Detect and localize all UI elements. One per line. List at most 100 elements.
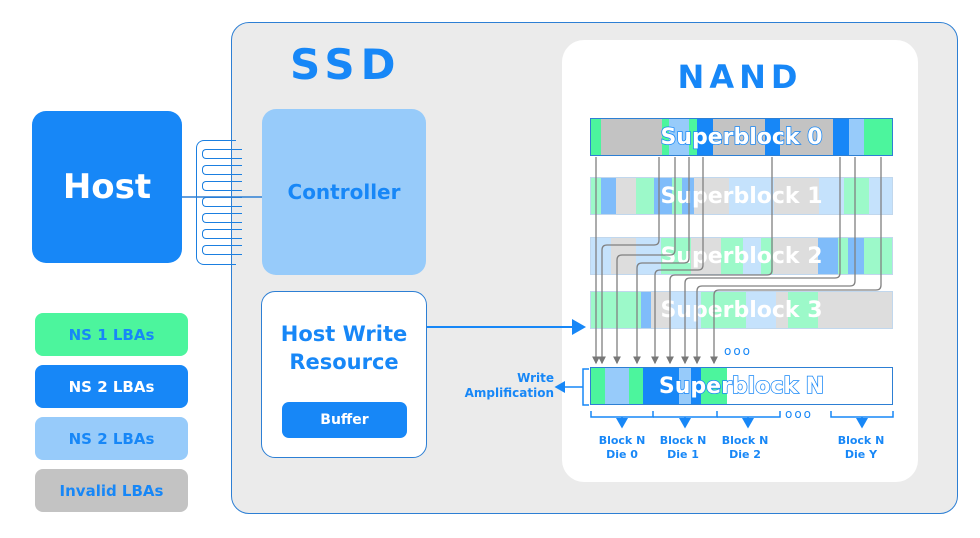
connector-pin (202, 149, 242, 159)
connector-pin (202, 181, 242, 191)
superblock-segment (761, 238, 773, 274)
write-amplification-label: Write Amplification (448, 371, 554, 401)
host-label: Host (62, 167, 152, 207)
superblock-segment (774, 178, 819, 214)
segment-invalid (780, 119, 833, 155)
connector-pin (202, 165, 242, 175)
superblock-ellipsis: ooo (724, 344, 753, 358)
superblock-label: Superblock 1 (660, 183, 823, 209)
host-write-resource-box: Host Write Resource Buffer (261, 291, 427, 458)
superblock-segment (651, 292, 671, 328)
segment-ns2-light (849, 119, 864, 155)
nand-title: NAND (677, 58, 803, 96)
controller-label: Controller (287, 180, 401, 204)
superblock-segment (591, 292, 641, 328)
superblock-segment (601, 178, 616, 214)
superblock-segment (838, 238, 848, 274)
superblock-3: Superblock 3 (590, 291, 893, 329)
segment-invalid (713, 119, 765, 155)
die-ellipsis: ooo (785, 407, 814, 421)
connector-pin (202, 213, 242, 223)
controller-box: Controller (262, 109, 426, 275)
connector-pin (202, 245, 242, 255)
legend-ns2-lbas-light: NS 2 LBAs (35, 417, 188, 460)
superblock-2: Superblock 2 (590, 237, 893, 275)
die-brackets (590, 411, 894, 429)
superblock-segment (864, 238, 892, 274)
superblock-segment (629, 368, 643, 404)
segment-ns2-dark (833, 119, 849, 155)
relocation-lines (592, 157, 882, 365)
host-box: Host (32, 111, 182, 263)
superblock-label: Superblock 2 (660, 243, 823, 269)
legend-label: NS 2 LBAs (68, 377, 155, 396)
connector-pin (202, 229, 242, 239)
superblock-segment (672, 178, 682, 214)
wa-bracket (582, 368, 589, 406)
superblock-segment (701, 368, 727, 404)
superblock-segment (641, 292, 651, 328)
legend-label: NS 1 LBAs (68, 325, 155, 344)
superblock-segment (746, 292, 776, 328)
die-label-line: Block N (659, 434, 707, 447)
die-label-line: Block N (837, 434, 885, 447)
superblock-segment (636, 178, 654, 214)
superblock-0: Superblock 0 (590, 118, 893, 156)
superblock-segment (691, 368, 701, 404)
segment-invalid (601, 119, 662, 155)
segment-ns1 (591, 119, 601, 155)
die-label-line: Die 1 (667, 448, 699, 461)
superblock-segment (721, 238, 743, 274)
die-label-line: Die Y (844, 448, 878, 461)
segment-ns1 (662, 119, 669, 155)
superblock-segment (788, 292, 818, 328)
superblock-segment (643, 368, 679, 404)
segment-ns2-dark (765, 119, 780, 155)
superblock-segment (611, 238, 636, 274)
legend-ns2-lbas-dark: NS 2 LBAs (35, 365, 188, 408)
wa-line2: Amplification (464, 386, 554, 400)
die-label-line: Block N (598, 434, 646, 447)
superblock-segment (661, 238, 691, 274)
ssd-title: SSD (290, 40, 402, 89)
superblock-segment (691, 238, 721, 274)
wa-line1: Write (517, 371, 554, 385)
superblock-segment (701, 292, 746, 328)
superblock-label: Superblock 3 (660, 297, 823, 323)
superblock-segment (729, 178, 774, 214)
superblock-segment (605, 368, 629, 404)
segment-ns1 (864, 119, 892, 155)
segment-ns2-light (669, 119, 689, 155)
superblock-segment (818, 238, 838, 274)
legend-invalid-lbas: Invalid LBAs (35, 469, 188, 512)
buffer-button[interactable]: Buffer (282, 402, 407, 438)
hwr-title-line1: Host Write (280, 322, 408, 346)
superblock-label: Superblock 0 (660, 124, 824, 151)
superblock-segment (773, 238, 818, 274)
die-label-line: Die 2 (729, 448, 761, 461)
legend-ns1-lbas: NS 1 LBAs (35, 313, 188, 356)
superblock-segment (679, 368, 691, 404)
superblock-segment (848, 238, 864, 274)
legend-label: NS 2 LBAs (68, 429, 155, 448)
superblock-segment (818, 292, 892, 328)
superblock-segment (591, 368, 605, 404)
segment-ns1 (689, 119, 697, 155)
superblock-segment (671, 292, 701, 328)
hwr-title-line2: Resource (289, 350, 399, 374)
superblock-segment (776, 292, 788, 328)
die-label-line: Block N (721, 434, 769, 447)
superblock-segment (616, 178, 636, 214)
host-write-resource-title: Host Write Resource (262, 320, 426, 376)
die-label-line: Die 0 (606, 448, 638, 461)
superblock-n: Superblock N (590, 367, 893, 405)
superblock-segment (844, 178, 869, 214)
superblock-segment (743, 238, 761, 274)
superblock-segment (682, 178, 694, 214)
superblock-label: Superblock N (658, 373, 825, 400)
